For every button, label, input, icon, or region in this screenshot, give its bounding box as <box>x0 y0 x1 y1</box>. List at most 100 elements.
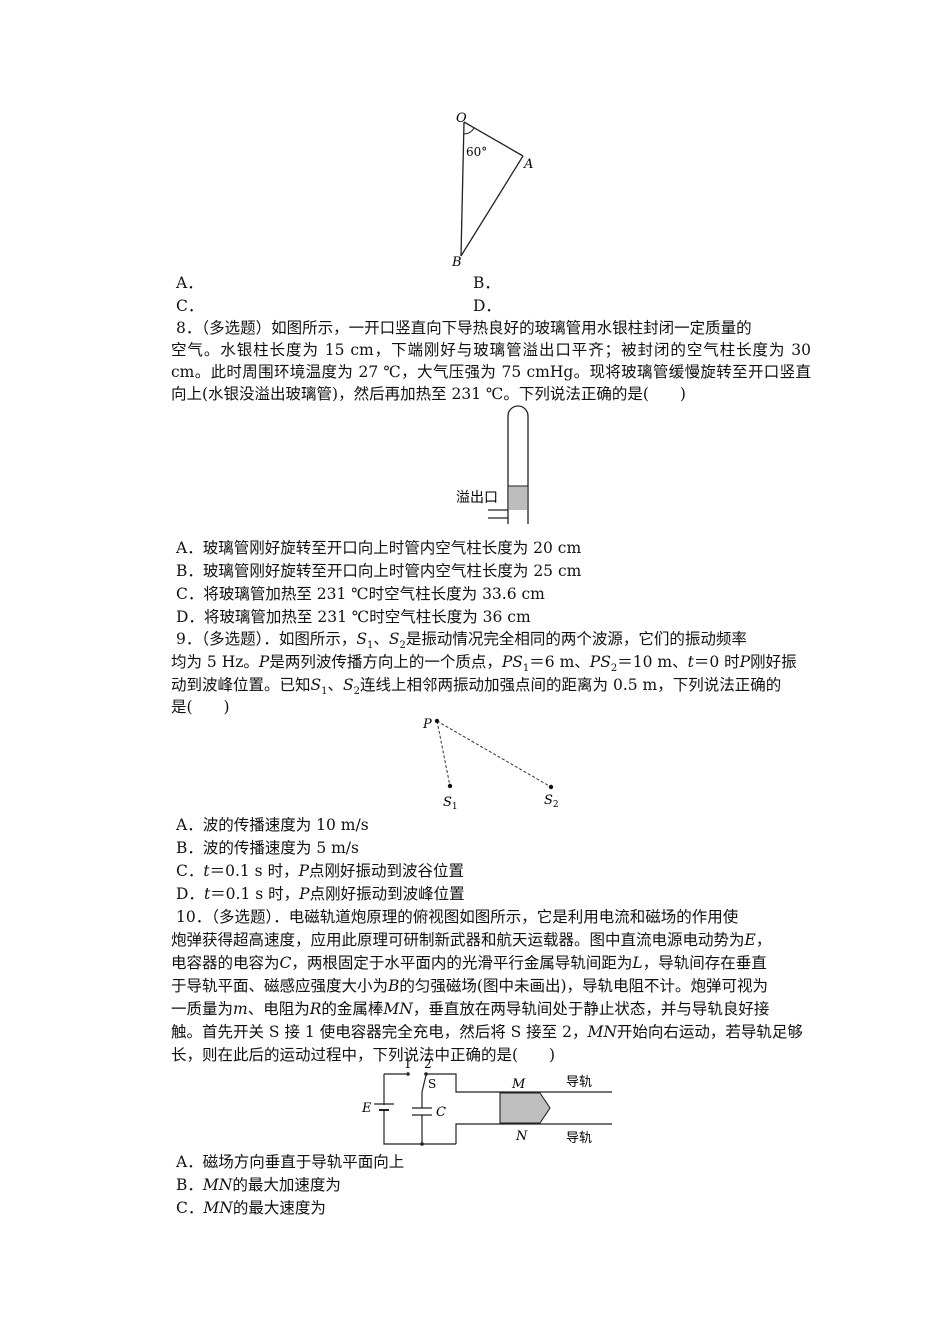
line-ps2 <box>436 720 552 788</box>
label-s1: S1 <box>443 795 458 812</box>
tube-outline <box>507 405 529 524</box>
q9-stem-line-1: 9．（多选题）．如图所示，S1、S2是振动情况完全相同的两个波源，它们的振动频率 <box>176 628 806 657</box>
q10-text: 炮弹获得超高速度，应用此原理可研制新武器和航天运载器。图中直流电源电动势为 <box>171 931 745 949</box>
opt-text: D． <box>176 885 204 903</box>
q7-option-c[interactable]: C． <box>176 297 204 315</box>
q9-text: 连线上相邻两振动加强点间的距离为 0.5 m，下列说法正确的 <box>360 676 782 694</box>
q10-text: 于导轨平面、磁感应强度大小为 <box>171 977 389 995</box>
line-ps1 <box>436 720 451 787</box>
label-e: E <box>361 1101 372 1116</box>
opt-var: t <box>203 862 210 880</box>
q7-option-a[interactable]: A． <box>176 274 203 292</box>
q8-option-a[interactable]: A．玻璃管刚好旋转至开口向上时管内空气柱长度为 20 cm <box>176 539 582 557</box>
q10-text: ，垂直放在两导轨间处于静止状态，并与导轨良好接 <box>412 1000 770 1018</box>
q9-sub: 2 <box>353 686 361 698</box>
q9-option-c[interactable]: C．t＝0.1 s 时，P点刚好振动到波谷位置 <box>176 860 464 882</box>
label-sub: 2 <box>553 800 559 810</box>
upper-rail <box>426 1073 612 1093</box>
q9-option-b[interactable]: B．波的传播速度为 5 m/s <box>176 839 359 857</box>
battery-gap <box>382 1105 386 1109</box>
opt-var: MN <box>202 1176 233 1194</box>
label-p: P <box>422 717 432 732</box>
q10-option-b[interactable]: B．MN的最大加速度为 <box>176 1174 341 1196</box>
opt-text: 的最大速度为 <box>232 1199 326 1217</box>
q9-var: PS <box>589 653 611 671</box>
q10-stem-line-5: 一质量为m、电阻为R的金属棒MN，垂直放在两导轨间处于静止状态，并与导轨良好接 <box>171 998 811 1020</box>
label-sub: 1 <box>452 802 458 812</box>
opt-var: MN <box>203 1199 233 1217</box>
point-s2 <box>548 784 554 790</box>
angle-arc <box>463 127 475 135</box>
point-p <box>434 718 440 724</box>
q9-var: S <box>388 630 400 648</box>
q10-text: ，导轨间存在垂直 <box>642 954 767 972</box>
label-angle: 60° <box>466 145 487 159</box>
q9-text: ＝0 时 <box>693 653 740 671</box>
q10-stem-line-6: 触。首先开关 S 接 1 使电容器完全充电，然后将 S 接至 2，MN开始向右运… <box>171 1021 811 1043</box>
q10-text: ，两根固定于水平面内的光滑平行金属导轨间距为 <box>291 954 633 972</box>
q9-var: S <box>356 630 367 648</box>
opt-text: 点刚好振动到波峰位置 <box>309 885 465 903</box>
q9-stem-line-2: 均为 5 Hz。P是两列波传播方向上的一个质点，PS1＝6 m、PS2＝10 m… <box>171 651 811 680</box>
label-n: N <box>515 1129 528 1144</box>
wire-left-bottom <box>383 1074 456 1145</box>
q10-var: B <box>388 977 400 995</box>
opt-text: C． <box>176 862 204 880</box>
q10-stem-line-1: 10．（多选题）．电磁轨道炮原理的俯视图如图所示，它是利用电流和磁场的作用使 <box>176 908 739 926</box>
q10-stem-line-3: 电容器的电容为C，两根固定于水平面内的光滑平行金属导轨间距为L，导轨间存在垂直 <box>171 952 811 974</box>
label-b: B <box>451 255 462 270</box>
q10-var: m <box>233 1000 248 1018</box>
q10-text: ， <box>755 931 772 949</box>
label-a: A <box>523 157 533 172</box>
mercury-column <box>509 486 527 510</box>
opt-text: B． <box>176 1176 203 1194</box>
q9-var: PS <box>501 653 523 671</box>
label-s: S <box>428 1077 436 1091</box>
q10-text: 触。首先开关 S 接 1 使电容器完全充电，然后将 S 接至 2， <box>171 1023 588 1041</box>
q9-text: 是振动情况完全相同的两个波源，它们的振动频率 <box>405 630 747 648</box>
q9-option-a[interactable]: A．波的传播速度为 10 m/s <box>176 816 369 834</box>
label-2: 2 <box>424 1057 432 1071</box>
wave-sources-figure: P S1 S2 <box>422 717 559 812</box>
q10-stem-line-7: 长，则在此后的运动过程中，下列说法中正确的是( ) <box>171 1046 556 1064</box>
segment-ab <box>460 155 524 257</box>
q8-stem-line-2: 空气。水银柱长度为 15 cm，下端刚好与玻璃管溢出口平齐；被封闭的空气柱长度为… <box>171 341 811 359</box>
q9-var: P <box>258 653 270 671</box>
q10-var: E <box>744 931 756 949</box>
q9-option-d[interactable]: D．t＝0.1 s 时，P点刚好振动到波峰位置 <box>176 883 465 905</box>
glass-tube-figure: 溢出口 <box>456 405 529 524</box>
q10-option-a[interactable]: A．磁场方向垂直于导轨平面向上 <box>176 1153 405 1171</box>
label-rail-lower: 导轨 <box>566 1131 592 1146</box>
q7-option-b[interactable]: B． <box>473 274 500 292</box>
q9-sub: 1 <box>367 640 374 652</box>
label-s: S <box>544 793 553 808</box>
q10-text: 一质量为 <box>171 1000 234 1018</box>
q8-option-c[interactable]: C．将玻璃管加热至 231 ℃时空气柱长度为 33.6 cm <box>176 585 545 603</box>
switch-arm <box>421 1074 427 1093</box>
q9-text: 均为 5 Hz。 <box>171 653 259 671</box>
q10-var: C <box>279 954 292 972</box>
q8-option-d[interactable]: D．将玻璃管加热至 231 ℃时空气柱长度为 36 cm <box>176 608 531 626</box>
q9-text: 、 <box>327 676 344 694</box>
q10-text: 的匀强磁场(图中未画出)，导轨电阻不计。炮弹可视为 <box>399 977 769 995</box>
q9-var: S <box>310 676 322 694</box>
q7-option-d[interactable]: D． <box>473 297 501 315</box>
q9-sub: 1 <box>321 686 328 698</box>
q8-stem-line-4: 向上(水银没溢出玻璃管)，然后再加热至 231 ℃。下列说法正确的是( ) <box>171 385 686 403</box>
q9-text: 动到波峰位置。已知 <box>171 676 311 694</box>
label-1: 1 <box>404 1057 412 1071</box>
q10-var: R <box>309 1000 322 1018</box>
railgun-circuit-figure: E 1 2 S C M N 导轨 导轨 <box>361 1057 612 1146</box>
q10-var: L <box>632 954 643 972</box>
label-s2: S2 <box>544 793 559 810</box>
q9-var: t <box>687 653 694 671</box>
q8-option-b[interactable]: B．玻璃管刚好旋转至开口向上时管内空气柱长度为 25 cm <box>176 562 582 580</box>
q9-stem-line-4: 是( ) <box>171 698 230 716</box>
opt-text: 的最大加速度为 <box>232 1176 341 1194</box>
q10-option-c[interactable]: C．MN的最大速度为 <box>176 1197 326 1219</box>
junction <box>420 1142 424 1146</box>
q10-text: 的金属棒 <box>321 1000 384 1018</box>
q9-sub: 2 <box>610 663 618 675</box>
overflow-label: 溢出口 <box>456 490 498 506</box>
q10-stem-line-4: 于导轨平面、磁感应强度大小为B的匀强磁场(图中未画出)，导轨电阻不计。炮弹可视为 <box>171 975 811 997</box>
